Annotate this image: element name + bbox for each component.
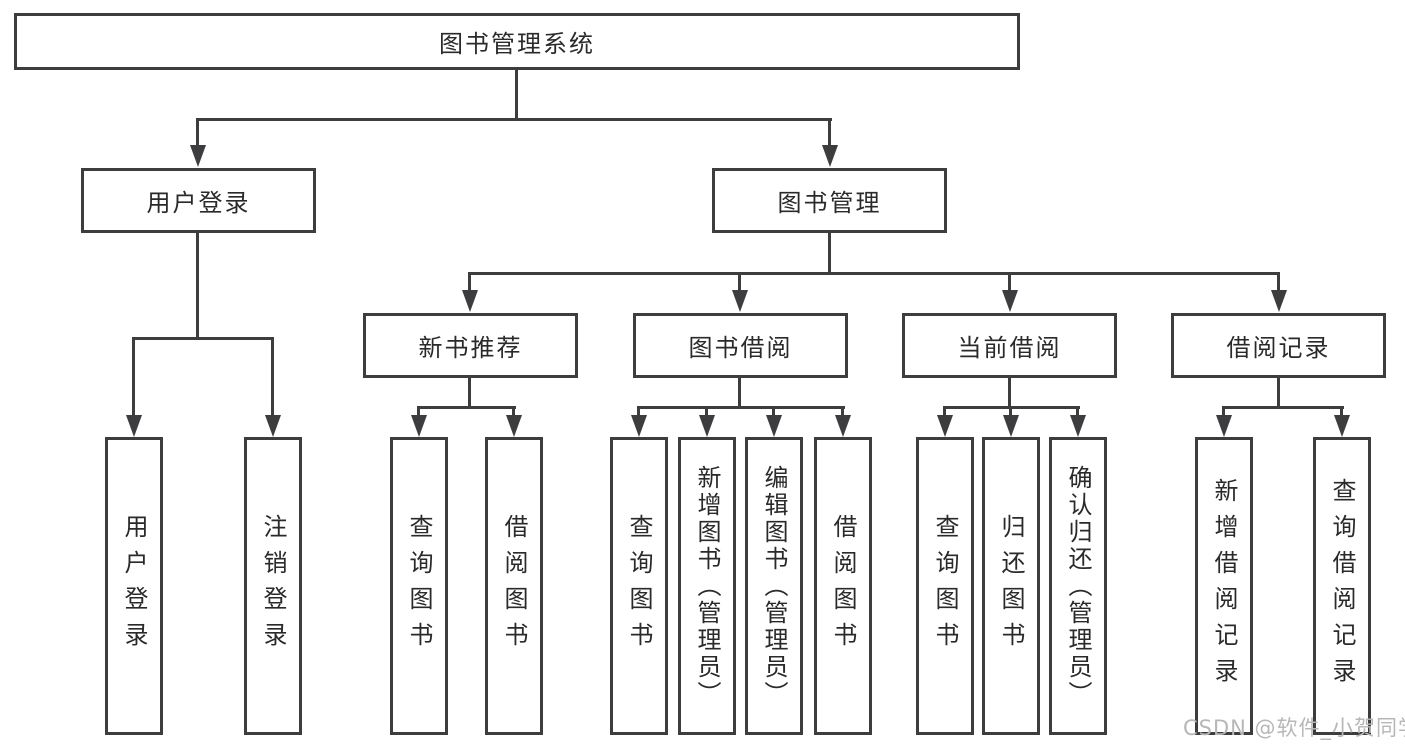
arrow-down-icon (462, 290, 478, 312)
arrow-down-icon (732, 290, 748, 312)
node-leaf-query-books-recommend: 查询图书 (390, 437, 448, 735)
node-new-book-recommend: 新书推荐 (363, 313, 578, 378)
node-user-login: 用户登录 (81, 168, 316, 233)
arrow-down-icon (506, 415, 522, 437)
connector-new-book-drop (468, 378, 471, 406)
connector-arrow-stem-book-mgmt (828, 118, 831, 145)
node-new-book-recommend-label: 新书推荐 (418, 334, 523, 362)
connector-arrow-stem (637, 406, 640, 415)
csdn-watermark: CSDN @软件_小贺同学 (1183, 716, 1405, 740)
arrow-down-icon (1334, 415, 1350, 437)
node-leaf-query-books-recommend-label: 查询图书 (405, 514, 433, 658)
node-leaf-return-books-label: 归还图书 (997, 514, 1025, 658)
connector-borrow-records-drop (1277, 378, 1280, 406)
node-leaf-borrow-books-borrowing: 借阅图书 (814, 437, 872, 735)
node-current-borrowing-label: 当前借阅 (957, 334, 1062, 362)
node-book-borrowing: 图书借阅 (633, 313, 848, 378)
node-current-borrowing: 当前借阅 (902, 313, 1117, 378)
connector-arrow-stem (1222, 406, 1225, 415)
node-leaf-query-books-borrowing: 查询图书 (610, 437, 668, 735)
node-leaf-edit-books-admin: 编辑图书（管理员） (745, 437, 803, 735)
node-library-system-label: 图书管理系统 (439, 30, 595, 58)
connector-current-borrow-bus (944, 406, 1080, 409)
arrow-down-icon (1070, 415, 1086, 437)
connector-book-borrow-bus (637, 406, 845, 409)
connector-book-mgmt-drop (828, 233, 831, 272)
node-leaf-query-books-current: 查询图书 (916, 437, 974, 735)
arrow-down-icon (1216, 415, 1232, 437)
node-leaf-add-books-admin: 新增图书（管理员） (678, 437, 736, 735)
arrow-down-icon (937, 415, 953, 437)
connector-arrow-stem (705, 406, 708, 415)
node-leaf-borrow-books-recommend-label: 借阅图书 (500, 514, 528, 658)
node-leaf-borrow-books-borrowing-label: 借阅图书 (829, 514, 857, 658)
node-leaf-logout-label: 注销登录 (259, 514, 287, 658)
connector-arrow-stem (943, 406, 946, 415)
arrow-down-icon (835, 415, 851, 437)
arrow-down-icon (699, 415, 715, 437)
node-borrowing-records-label: 借阅记录 (1226, 334, 1331, 362)
node-library-system: 图书管理系统 (14, 13, 1020, 70)
connector-arrow-stem (1009, 406, 1012, 415)
node-book-borrowing-label: 图书借阅 (688, 334, 793, 362)
arrow-down-icon (766, 415, 782, 437)
node-leaf-logout: 注销登录 (244, 437, 302, 735)
connector-borrow-records-bus (1223, 406, 1344, 409)
node-leaf-query-borrow-record: 查询借阅记录 (1313, 437, 1371, 735)
arrow-down-icon (190, 145, 206, 167)
arrow-down-icon (1003, 415, 1019, 437)
node-leaf-confirm-return-admin: 确认归还（管理员） (1049, 437, 1107, 735)
arrow-down-icon (631, 415, 647, 437)
connector-root-drop (515, 70, 518, 118)
node-leaf-add-borrow-record: 新增借阅记录 (1195, 437, 1253, 735)
connector-arrow-stem (512, 406, 515, 415)
connector-user-login-drop (196, 233, 199, 337)
node-book-management-label: 图书管理 (777, 189, 882, 217)
node-user-login-label: 用户登录 (146, 189, 251, 217)
connector-arrow-stem-borrow-records (1277, 272, 1280, 290)
connector-arrow-stem (772, 406, 775, 415)
connector-current-borrow-drop (1008, 378, 1011, 406)
node-leaf-query-books-current-label: 查询图书 (931, 514, 959, 658)
node-leaf-user-login-label: 用户登录 (120, 514, 148, 658)
node-leaf-add-borrow-record-label: 新增借阅记录 (1210, 478, 1238, 694)
connector-arrow-stem (417, 406, 420, 415)
node-leaf-query-books-borrowing-label: 查询图书 (625, 514, 653, 658)
connector-user-login-bus (133, 337, 274, 340)
arrow-down-icon (265, 415, 281, 437)
connector-book-borrow-drop (738, 378, 741, 406)
node-borrowing-records: 借阅记录 (1171, 313, 1386, 378)
node-leaf-query-borrow-record-label: 查询借阅记录 (1328, 478, 1356, 694)
node-leaf-confirm-return-admin-label: 确认归还（管理员） (1064, 464, 1092, 708)
connector-level3-bus (469, 272, 1280, 275)
connector-level2-bus (196, 118, 832, 121)
arrow-down-icon (1271, 290, 1287, 312)
arrow-down-icon (822, 145, 838, 167)
connector-arrow-stem-new-book (468, 272, 471, 290)
connector-arrow-stem-user-login (196, 118, 199, 145)
connector-arrow-stem-logout-leaf (271, 337, 274, 415)
connector-new-book-bus (418, 406, 516, 409)
node-leaf-borrow-books-recommend: 借阅图书 (485, 437, 543, 735)
arrow-down-icon (411, 415, 427, 437)
node-leaf-edit-books-admin-label: 编辑图书（管理员） (760, 464, 788, 708)
connector-arrow-stem (1076, 406, 1079, 415)
connector-arrow-stem (1340, 406, 1343, 415)
node-book-management: 图书管理 (712, 168, 947, 233)
arrow-down-icon (126, 415, 142, 437)
connector-arrow-stem-book-borrow (738, 272, 741, 290)
node-leaf-user-login: 用户登录 (105, 437, 163, 735)
arrow-down-icon (1002, 290, 1018, 312)
node-leaf-return-books: 归还图书 (982, 437, 1040, 735)
connector-arrow-stem-current-borrow (1008, 272, 1011, 290)
connector-arrow-stem-login-leaf (132, 337, 135, 415)
node-leaf-add-books-admin-label: 新增图书（管理员） (693, 464, 721, 708)
connector-arrow-stem (841, 406, 844, 415)
